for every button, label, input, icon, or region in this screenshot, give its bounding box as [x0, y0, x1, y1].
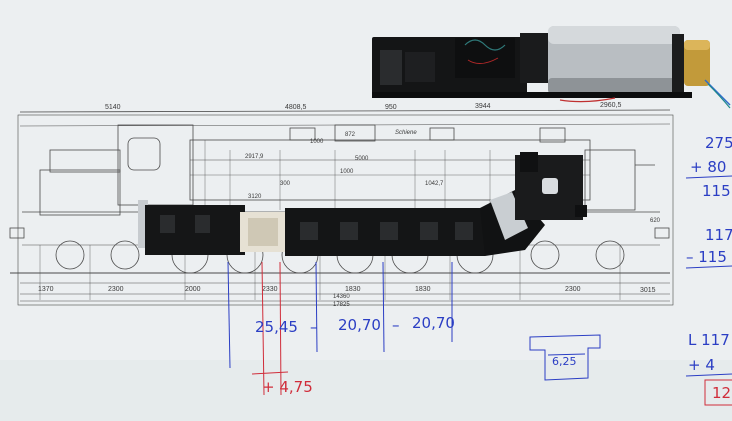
inner-dim-4: 5000 [355, 156, 369, 162]
note-right-bottom-3: 12 [712, 384, 731, 402]
bottom-dim-6: 1830 [415, 286, 431, 293]
note-row1-2: – [310, 318, 318, 336]
note-bottom-red: + 4,75 [262, 378, 313, 396]
top-dim-4: 3944 [475, 103, 491, 110]
note-right-mid-1: 117 [705, 226, 732, 244]
inner-dim-8: 620 [650, 218, 661, 224]
note-right-top-2: + 80 [690, 158, 726, 176]
drawing-dimensions: 5140 4808,5 950 3944 2960,5 2917,9 1000 … [38, 102, 661, 308]
note-row1-3: 20,70 [338, 316, 381, 334]
note-box-value: 6,25 [552, 355, 577, 368]
total-dim-2: 17825 [333, 302, 350, 308]
inner-dim-1: 2917,9 [245, 154, 264, 160]
bottom-dim-7: 2300 [565, 286, 581, 293]
top-dim-2: 4808,5 [285, 104, 307, 111]
note-row1-4: – [392, 316, 400, 334]
handwritten-notes: 25,45 – 20,70 – 20,70 + 4,75 6,25 275 + … [227, 134, 732, 406]
top-dim-3: 950 [385, 104, 397, 111]
bottom-dim-4: 2330 [262, 286, 278, 293]
bottom-dim-5: 1830 [345, 286, 361, 293]
total-dim-1: 14360 [333, 294, 350, 300]
top-dim-1: 5140 [105, 104, 121, 111]
note-right-bottom-2: + 4 [688, 356, 715, 374]
label-schiene: Schiene [395, 130, 417, 136]
label-872: 872 [345, 132, 356, 138]
bottom-dim-8: 3015 [640, 287, 656, 294]
note-right-bottom-1: L 117 [688, 331, 730, 349]
inner-dim-3: 1042,7 [425, 181, 444, 187]
bottom-dim-3: 2000 [185, 286, 201, 293]
inner-dim-6: 3120 [248, 194, 262, 200]
note-row1-1: 25,45 [255, 318, 298, 336]
note-right-top-3: 115 [702, 182, 731, 200]
note-right-mid-2: – 115 [686, 248, 727, 266]
chassis-block [138, 152, 587, 256]
box-sketch [529, 334, 601, 381]
inner-dim-2: 1000 [310, 139, 324, 145]
top-dim-5: 2960,5 [600, 102, 622, 109]
note-row1-5: 20,70 [412, 314, 455, 332]
inner-dim-5: 1000 [340, 169, 354, 175]
note-right-top-1: 275 [705, 134, 732, 152]
inner-dim-7: 300 [280, 181, 291, 187]
motor-unit [372, 26, 731, 109]
bottom-dim-1: 1370 [38, 286, 54, 293]
bottom-dim-2: 2300 [108, 286, 124, 293]
